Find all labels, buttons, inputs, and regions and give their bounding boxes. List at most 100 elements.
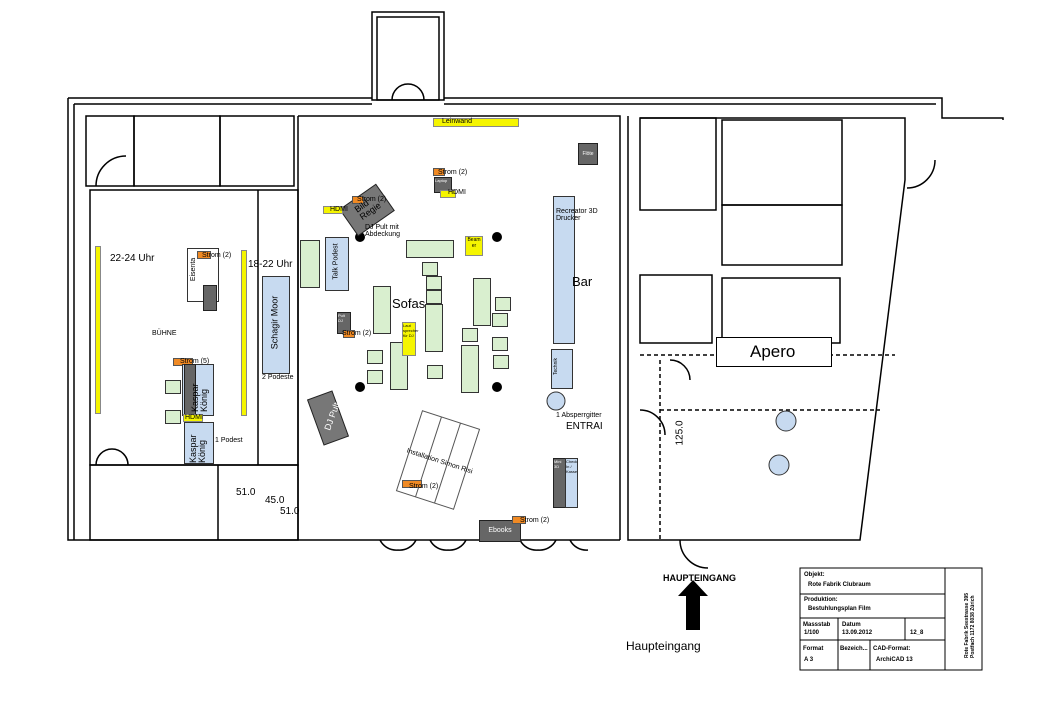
round-table <box>775 410 797 432</box>
hdmi-label: HDMI <box>330 206 348 213</box>
tb-produktion-value: Bestuhlungsplan Film <box>808 606 871 612</box>
sofa <box>492 337 508 351</box>
door-stage <box>95 448 129 466</box>
bar-label: Bar <box>572 274 593 289</box>
beamer: Beam er <box>465 236 483 256</box>
bar-counter <box>553 196 575 344</box>
strom-label: Strom (5) <box>180 358 210 365</box>
tb-cad-value: ArchiCAD 13 <box>876 657 913 663</box>
sofas-label: Sofas <box>392 296 426 311</box>
check-in-kasse: Check In / Kasse <box>565 458 578 508</box>
door-main <box>679 539 709 569</box>
recreator-label: Recreator 3D Drucker <box>556 208 598 222</box>
sofa <box>165 410 181 424</box>
kaspar-koenig-podest <box>184 422 214 464</box>
sofa <box>461 345 479 393</box>
dim-label: 51.0 <box>280 506 300 517</box>
sofa <box>367 350 383 364</box>
sofa <box>373 286 391 334</box>
tb-cad-label: CAD-Format: <box>873 646 911 652</box>
strom-label: Strom (2) <box>342 330 372 337</box>
strom-marker <box>197 251 211 259</box>
sofa <box>427 365 443 379</box>
hdmi-label: HDMI <box>448 189 466 196</box>
tb-massstab-value: 1/100 <box>804 630 820 636</box>
talk-podest <box>325 237 349 291</box>
hdmi-label: HDMI <box>185 414 203 421</box>
strom-marker <box>343 330 355 338</box>
strom-marker <box>512 516 526 524</box>
beamer-label: Beam er <box>467 237 481 249</box>
technik <box>551 349 573 389</box>
sofa <box>495 297 511 311</box>
sofa <box>462 328 478 342</box>
sofa <box>300 240 320 288</box>
haupteingang-label: Haupteingang <box>626 639 701 653</box>
outer-wall-top <box>68 97 1004 120</box>
hdmi-marker <box>440 190 456 198</box>
dim-label: 125.0 <box>674 420 686 446</box>
technik-label: Technik <box>552 358 559 375</box>
sofa <box>165 380 181 394</box>
buehne-label: BÜHNE <box>152 330 177 337</box>
tb-bezeichnung-label: Bezeich... <box>840 646 868 652</box>
door-top <box>391 83 425 101</box>
door-right <box>906 159 936 189</box>
hdmi-marker <box>183 414 203 422</box>
tb-datum-label: Datum <box>842 622 861 628</box>
dj-pult-abdeckung-label: DJ Pult mit Abdeckung <box>365 224 401 238</box>
schagir-moor <box>262 276 290 374</box>
ebooks-label: Ebooks <box>488 527 512 534</box>
tb-format-value: A 3 <box>804 657 814 663</box>
sofa <box>473 278 491 326</box>
pult-small-label: Pult DJ <box>338 313 345 323</box>
speaker <box>203 285 217 311</box>
lautsprecher: Laut sprecher für DJ <box>402 322 419 356</box>
laptop-label: Laptop <box>435 178 448 183</box>
sofa <box>493 355 509 369</box>
tb-massstab-label: Massstab <box>803 622 831 628</box>
main-entrance-arrow <box>678 580 708 630</box>
strom-label: Strom (2) <box>202 252 232 259</box>
sofa <box>425 304 443 352</box>
stage-light-bar <box>241 250 247 416</box>
floete: Flöte <box>578 143 598 165</box>
strom-label: Strom (2) <box>409 483 439 490</box>
tb-address: Rote Fabrik Seestrasse 395 Postfach 1172… <box>964 592 976 658</box>
leinwand <box>433 118 519 127</box>
sofa <box>426 290 442 304</box>
kaspar-koenig-label: Kaspar König <box>190 383 209 412</box>
absperrgitter-label: 1 Absperrgitter <box>556 412 602 419</box>
door-left-top <box>95 155 127 187</box>
sofa <box>426 276 442 290</box>
round-table <box>768 454 790 476</box>
sofa <box>492 313 508 327</box>
mini-3d-label: Mini 3D <box>554 459 562 469</box>
apero-box <box>716 337 832 367</box>
check-in-label: Check In / Kasse <box>566 459 578 474</box>
ein-podest-label: 1 Podest <box>215 437 243 444</box>
eisenta-label: Eisenta <box>190 257 198 282</box>
time-18-22-label: 18-22 Uhr <box>248 259 293 270</box>
time-22-24-label: 22-24 Uhr <box>110 253 155 264</box>
tb-datum-value: 13.09.2012 <box>842 630 873 636</box>
round-table <box>546 391 566 411</box>
hdmi-marker <box>323 206 343 214</box>
strom-label: Strom (2) <box>357 196 387 203</box>
strom-marker <box>352 196 364 204</box>
kaspar-koenig-label: Kaspar König <box>188 434 207 463</box>
haupteingang-caps-label: HAUPTEINGANG <box>663 573 737 583</box>
stage-light-bar <box>95 246 101 414</box>
entrance-label: ENTRAI <box>566 421 603 432</box>
top-tower-wall <box>371 11 445 101</box>
sofa <box>406 240 454 258</box>
talk-podest-label: Talk Podest <box>332 243 340 280</box>
strom-label: Strom (2) <box>520 517 550 524</box>
tb-format-label: Format <box>803 646 824 652</box>
lautsprecher-label: Laut sprecher für DJ <box>403 323 419 338</box>
tb-objekt-label: Objekt: <box>804 572 825 578</box>
tb-produktion-label: Produktion: <box>804 597 838 603</box>
sofa <box>367 370 383 384</box>
strom-marker <box>433 168 445 176</box>
